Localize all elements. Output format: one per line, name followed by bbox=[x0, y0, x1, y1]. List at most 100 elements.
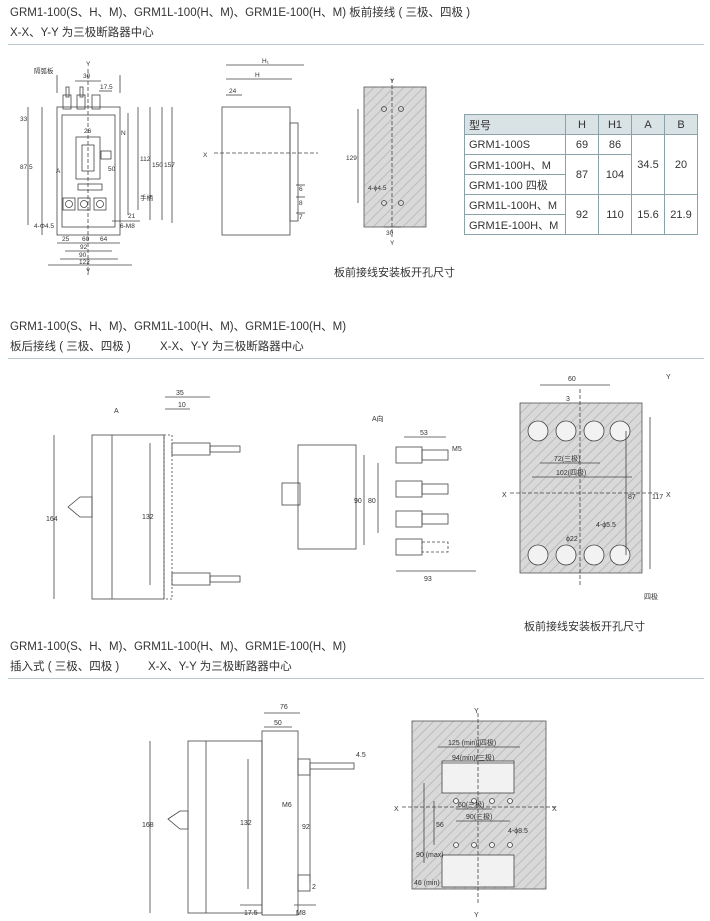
side-body bbox=[221, 106, 291, 236]
dim-cutout3-d94: 94(min)(三极) bbox=[452, 753, 494, 762]
dim-d30: 30 bbox=[83, 73, 91, 80]
rear-aview-body bbox=[297, 444, 357, 550]
label-handle: 手柄 bbox=[140, 193, 154, 202]
section2-caption: 板前接线安装板开孔尺寸 bbox=[524, 621, 645, 633]
dim-d60: 60 bbox=[82, 236, 90, 243]
dim-plugin-d76: 76 bbox=[280, 704, 288, 711]
table-row: GRM1L-100H、M 92 110 15.6 21.9 bbox=[464, 194, 698, 235]
label-front-hole: 4-Φ4.5 bbox=[34, 223, 54, 230]
label-aview-title: A向 bbox=[372, 414, 384, 423]
cell-model: GRM1-100S bbox=[464, 134, 566, 155]
cell-a: 34.5 bbox=[631, 134, 665, 195]
cell-a: 15.6 bbox=[631, 194, 665, 235]
label-plugin-m8: M8 bbox=[296, 910, 306, 917]
dim-cutout3-d125: 125 (min)(四极) bbox=[448, 738, 496, 747]
dim-d8: 8 bbox=[299, 200, 303, 207]
section2-subtitle-left: 板后接线 ( 三极、四极 ) bbox=[10, 341, 131, 353]
label-cutout2-four-pole: 四极 bbox=[644, 592, 658, 601]
label-front-y-top: Y bbox=[86, 61, 91, 68]
dim-d129: 129 bbox=[346, 155, 357, 162]
dim-cutout2-d87: 87 bbox=[628, 494, 636, 501]
label-cutout3-x-right: X bbox=[552, 806, 557, 813]
dim-rear-d35: 35 bbox=[176, 390, 184, 397]
cell-model: GRM1E-100H、M bbox=[464, 214, 566, 235]
section1-drawings: 隔弧板 Y 30 17.5 33 26 N 87.5 A 50 112 150 … bbox=[20, 58, 427, 275]
dim-aview-d80: 80 bbox=[368, 498, 376, 505]
dim-d157: 157 bbox=[164, 162, 175, 169]
dim-d21: 21 bbox=[128, 213, 136, 220]
section3-drawings: 76 50 4.5 168 132 M6 92 2 17.5 M8 Y 125 … bbox=[142, 704, 557, 919]
dim-plugin-d45: 4.5 bbox=[356, 752, 366, 759]
dim-cutout3-d90s: 90(三极) bbox=[466, 812, 492, 821]
dim-rear-d10: 10 bbox=[178, 402, 186, 409]
dim-cutout2-d22: ϕ22 bbox=[566, 536, 578, 543]
th-model: 型号 bbox=[464, 114, 566, 135]
cell-b: 20 bbox=[664, 134, 698, 195]
label-cutout2-y-top: Y bbox=[666, 374, 671, 381]
label-cutout3-y-bot: Y bbox=[474, 912, 479, 919]
dim-d875: 87.5 bbox=[20, 164, 33, 171]
dim-rear-d132: 132 bbox=[142, 514, 154, 521]
section2-drawings: A 35 10 164 132 A向 53 M5 90 80 93 60 Y 3… bbox=[46, 374, 671, 601]
dim-plugin-d2: 2 bbox=[312, 884, 316, 891]
dim-plugin-d132: 132 bbox=[240, 820, 252, 827]
label-rear-a: A bbox=[114, 408, 119, 415]
cell-model: GRM1-100H、M bbox=[464, 154, 566, 175]
cell-h1: 110 bbox=[598, 194, 632, 235]
cell-h: 69 bbox=[565, 134, 599, 155]
table-row: GRM1E-100H、M bbox=[464, 214, 698, 235]
cell-h: 92 bbox=[565, 194, 599, 235]
dim-cutout3-d56: 56 bbox=[436, 822, 444, 829]
dim-cutout1-d30: 30 bbox=[386, 230, 394, 237]
label-cutout1-hole: 4-ϕ4.5 bbox=[368, 185, 387, 192]
dim-d150: 150 bbox=[152, 162, 163, 169]
cell-model: GRM1-100 四极 bbox=[464, 174, 566, 195]
section3-divider bbox=[8, 678, 704, 679]
dim-d25: 25 bbox=[62, 236, 70, 243]
dim-cutout3-d90max: 90 (max) bbox=[416, 852, 444, 859]
th-b: B bbox=[664, 114, 698, 135]
dim-d6: 6 bbox=[299, 186, 303, 193]
dim-d90: 90 bbox=[79, 252, 87, 259]
dim-aview-d93: 93 bbox=[424, 576, 432, 583]
label-a: A bbox=[56, 168, 61, 175]
table-row: GRM1-100H、M 87 104 bbox=[464, 154, 698, 195]
dim-d24: 24 bbox=[229, 88, 237, 95]
cell-h1: 86 bbox=[598, 134, 632, 155]
dim-cutout2-d117: 117 bbox=[652, 494, 663, 501]
section1-title: GRM1-100(S、H、M)、GRM1L-100(H、M)、GRM1E-100… bbox=[10, 7, 471, 19]
cell-model: GRM1L-100H、M bbox=[464, 194, 566, 215]
label-side-x: X bbox=[203, 152, 208, 159]
dim-h1: H₁ bbox=[262, 58, 270, 65]
label-arc: 隔弧板 bbox=[34, 66, 54, 75]
section1-subtitle: X-X、Y-Y 为三极断路器中心 bbox=[10, 27, 154, 39]
dim-d92: 92 bbox=[80, 244, 88, 251]
dim-cutout2-d72: 72(三极) bbox=[554, 454, 580, 463]
dim-d112: 112 bbox=[140, 156, 151, 163]
label-cutout3-x-left: X bbox=[394, 806, 399, 813]
dim-plugin-d50: 50 bbox=[274, 720, 282, 727]
cell-h: 87 bbox=[565, 154, 599, 195]
th-h1: H1 bbox=[598, 114, 632, 135]
label-front-y-bot: Y bbox=[86, 268, 91, 275]
th-h: H bbox=[565, 114, 599, 135]
section2-title: GRM1-100(S、H、M)、GRM1L-100(H、M)、GRM1E-100… bbox=[10, 321, 347, 333]
dim-cutout2-d60: 60 bbox=[568, 376, 576, 383]
dim-plugin-d175: 17.5 bbox=[244, 910, 258, 917]
dim-rear-d164: 164 bbox=[46, 516, 58, 523]
dim-cutout2-d102: 102(四极) bbox=[556, 468, 586, 477]
dim-cutout3-d60: 60(三极) bbox=[458, 800, 484, 809]
front-body bbox=[56, 106, 121, 236]
label-cutout3-hole: 4-ϕ8.5 bbox=[508, 828, 528, 835]
label-cutout1-y-top: Y bbox=[390, 78, 395, 85]
dim-aview-d90: 90 bbox=[354, 498, 362, 505]
dim-d64: 64 bbox=[100, 236, 108, 243]
dim-d50: 50 bbox=[108, 166, 116, 173]
section1-divider bbox=[8, 44, 704, 45]
dim-d175: 17.5 bbox=[100, 84, 113, 91]
th-a: A bbox=[631, 114, 665, 135]
table-row: GRM1-100S 69 86 34.5 20 bbox=[464, 134, 698, 195]
label-cutout3-y-top: Y bbox=[474, 708, 479, 715]
cell-b: 21.9 bbox=[664, 194, 698, 235]
dim-d33: 33 bbox=[20, 116, 28, 123]
